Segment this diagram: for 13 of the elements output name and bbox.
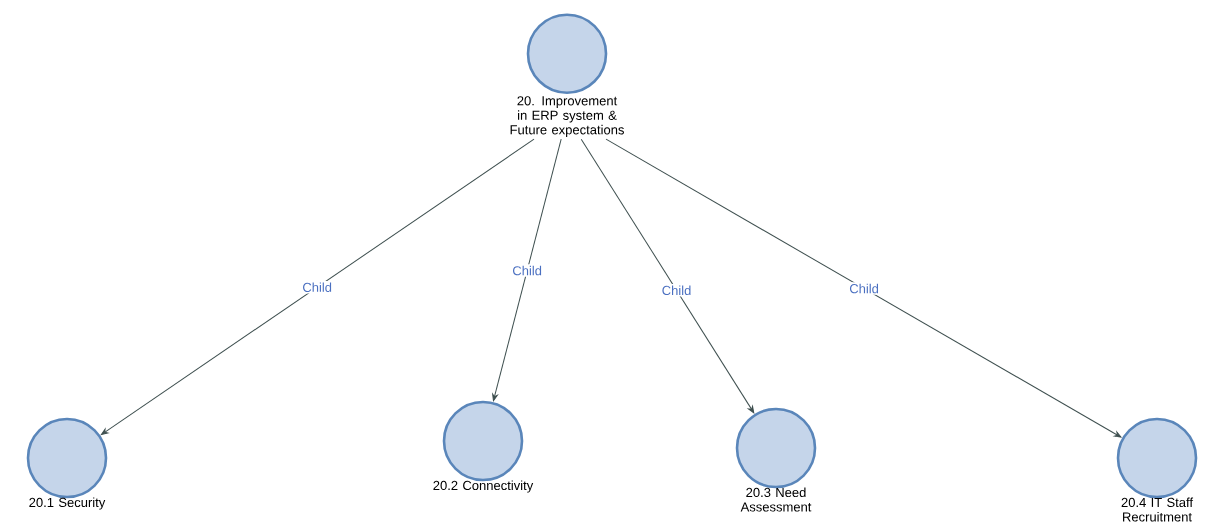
edge-label: Child	[303, 282, 332, 292]
node-label: 20. Improvement in ERP system & Future expectations	[510, 96, 624, 137]
arrow	[580, 138, 755, 414]
node-label: 20.4 IT Staff Recruitment	[1121, 497, 1194, 522]
edge-label: Child	[849, 283, 879, 294]
arrow	[605, 138, 1122, 438]
node-label: 20.1 Security	[29, 497, 106, 510]
node-label: 20.3 Need Assessment	[740, 487, 812, 512]
edge-label: Child	[662, 285, 691, 296]
node-label: 20.2 Connectivity	[433, 480, 534, 493]
edge-label: Child	[513, 265, 542, 276]
arrow	[492, 138, 562, 402]
arrow	[100, 138, 535, 435]
